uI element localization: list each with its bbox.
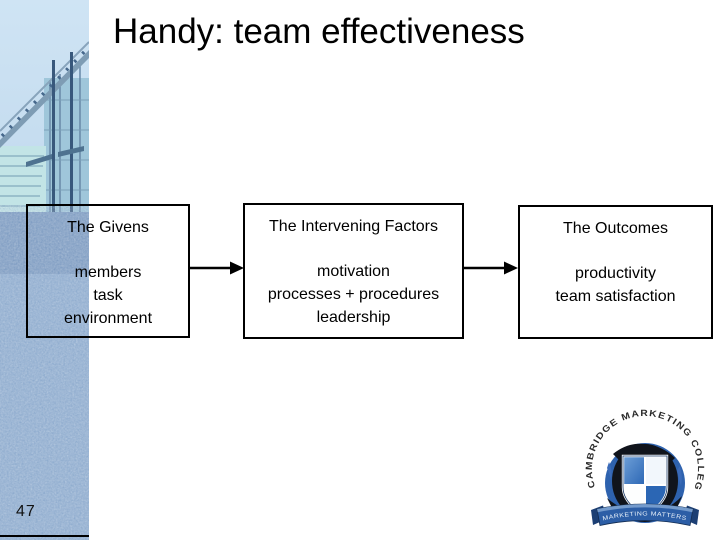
box-item: leadership (316, 309, 391, 326)
box-heading: The Outcomes (563, 220, 668, 237)
slide-title: Handy: team effectiveness (113, 12, 525, 51)
logo-ribbon-text-wrap: MARKETING MATTERS (602, 511, 687, 522)
logo-ribbon-text: MARKETING MATTERS (602, 511, 687, 522)
ribbon-banner: MARKETING MATTERS (591, 503, 699, 526)
page-number: 47 (16, 503, 36, 520)
box-items: motivation processes + procedures leader… (245, 260, 462, 329)
diagram-box-outcomes: The Outcomes productivity team satisfact… (518, 205, 713, 339)
building-photo-strip: 47 (0, 0, 91, 540)
building-photo-art (0, 0, 91, 540)
strip-baseline-rule (0, 535, 89, 537)
box-item: motivation (317, 263, 390, 280)
college-logo-art: CAMBRIDGE MARKETING COLLEGE (579, 398, 705, 526)
box-item: processes + procedures (267, 286, 440, 303)
box-item: members (74, 264, 142, 281)
box-item: productivity (575, 265, 656, 282)
box-heading: The Intervening Factors (269, 218, 438, 235)
flow-arrow-1 (188, 261, 244, 275)
box-items: productivity team satisfaction (520, 262, 711, 308)
box-item: task (93, 287, 123, 304)
flow-arrow-2 (462, 261, 518, 275)
college-logo: CAMBRIDGE MARKETING COLLEGE (579, 398, 707, 538)
box-item: team satisfaction (555, 288, 676, 305)
diagram-box-givens: The Givens members task environment (26, 204, 190, 338)
box-heading: The Givens (67, 219, 149, 236)
box-items: members task environment (28, 261, 188, 330)
strip-foliage (0, 205, 89, 540)
box-item: environment (63, 310, 153, 327)
diagram-box-intervening-factors: The Intervening Factors motivation proce… (243, 203, 464, 339)
